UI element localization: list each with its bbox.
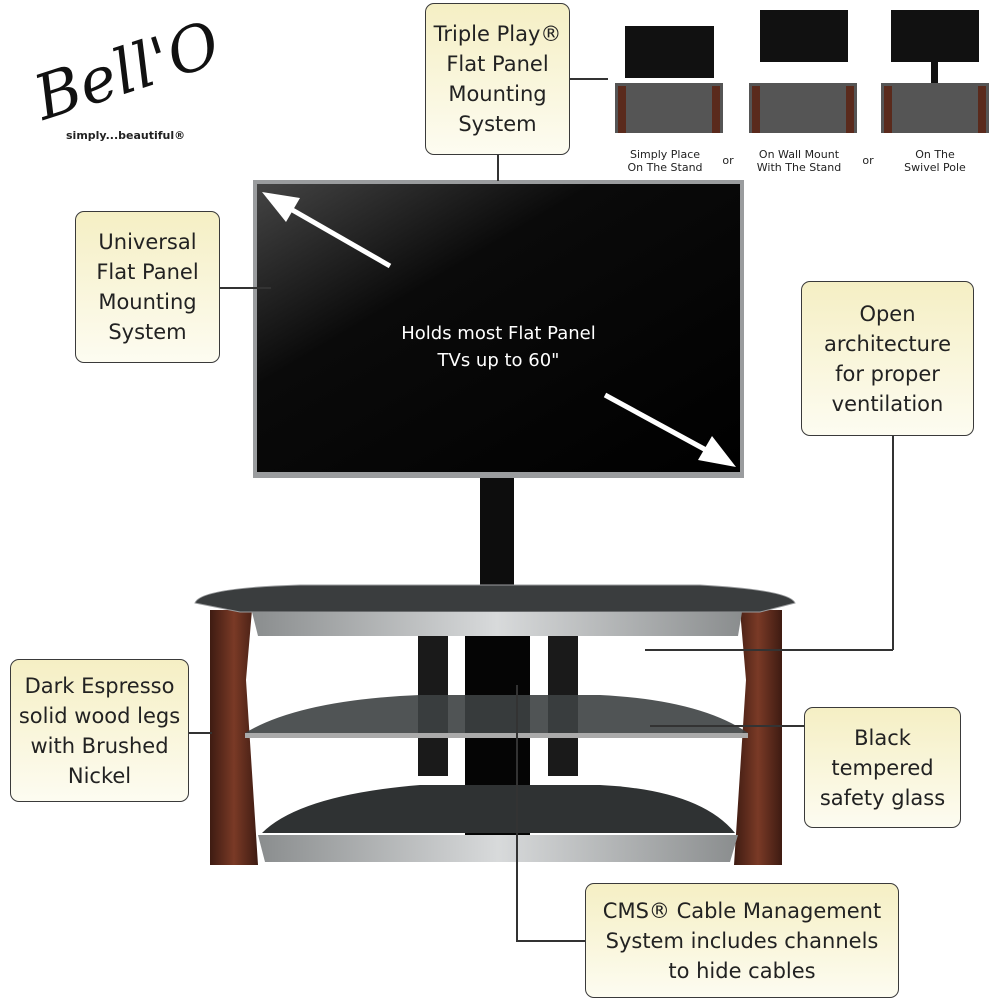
leader-line (892, 435, 894, 650)
callout-open-architecture: Open architecture for proper ventilation (801, 281, 974, 436)
logo-tagline: simply...beautiful® (66, 129, 186, 142)
callout-wood-legs: Dark Espresso solid wood legs with Brush… (10, 659, 189, 802)
leader-line (497, 154, 499, 181)
main-tv (253, 180, 744, 478)
leader-line (645, 649, 893, 651)
tv-caption: Holds most Flat Panel TVs up to 60" (401, 323, 596, 371)
leader-line (516, 940, 586, 942)
or-label: or (862, 154, 874, 167)
option-label-stand: Simply Place On The Stand (627, 148, 703, 174)
callout-tempered-glass: Black tempered safety glass (804, 707, 961, 828)
leader-line (540, 78, 608, 80)
option-label-wall: On Wall Mount With The Stand (756, 148, 842, 174)
callout-universal-mount: Universal Flat Panel Mounting System (75, 211, 220, 363)
leader-line (219, 287, 271, 289)
option-label-swivel: On The Swivel Pole (904, 148, 966, 174)
leader-line (188, 732, 212, 734)
leader-line (650, 725, 804, 727)
tv-stand (194, 584, 796, 865)
bello-logo: Bell'O simply...beautiful® (25, 6, 228, 150)
leader-line (516, 685, 518, 941)
or-label: or (722, 154, 734, 167)
callout-cable-management: CMS® Cable Management System includes ch… (585, 883, 899, 998)
callout-triple-play: Triple Play® Flat Panel Mounting System (425, 3, 570, 155)
